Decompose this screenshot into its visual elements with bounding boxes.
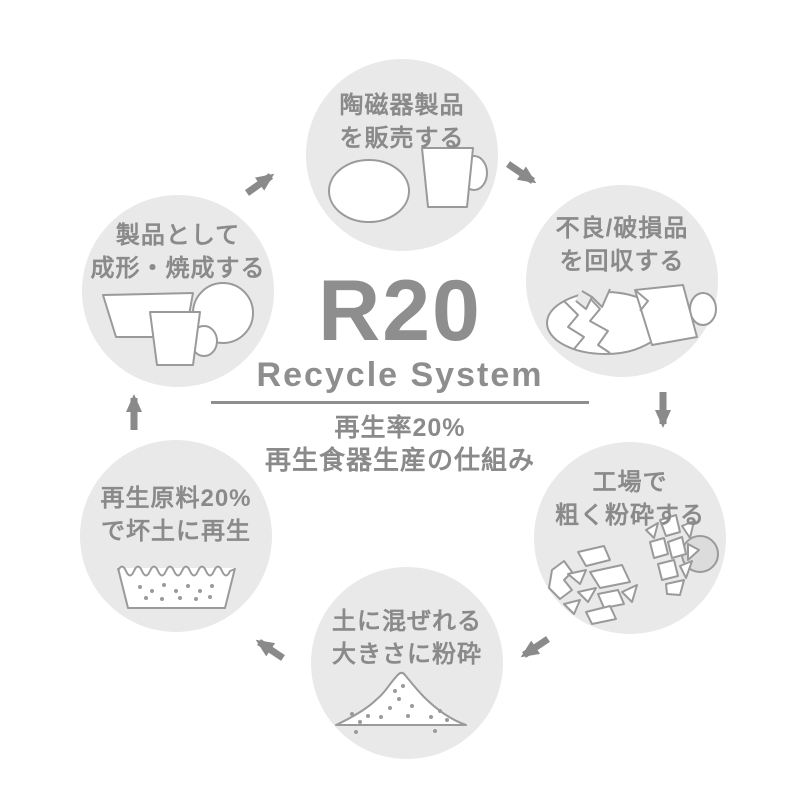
node-label: 土に混ぜれる 大きさに粉砕 (301, 605, 513, 671)
diagram-subtitle: Recycle System (256, 356, 544, 394)
node-label-line: を回収する (559, 248, 685, 275)
node-label-line: で坏土に再生 (101, 518, 251, 545)
node-label-line: 粗く粉砕する (555, 502, 705, 529)
center-block: R20 Recycle System 再生率20% 再生食器生産の仕組み (200, 268, 600, 474)
formed-products-icon (102, 282, 254, 366)
arrow-form-to-sell-icon (244, 173, 275, 196)
clay-basin-icon (117, 565, 236, 609)
node-label-line: を販売する (339, 125, 465, 152)
arrow-fine-to-clay-icon (255, 639, 285, 661)
node-recycle-clay: 再生原料20% で坏土に再生 (80, 440, 272, 632)
node-label-line: 成形・焼成する (90, 255, 266, 282)
powder-pile-icon (335, 671, 467, 734)
arrow-sell-to-collect-icon (506, 161, 537, 184)
ceramic-shards-icon (548, 514, 719, 625)
node-label: 不良/破損品 を回収する (516, 212, 728, 278)
node-label: 工場で 粗く粉砕する (524, 466, 736, 532)
node-label-line: 製品として (115, 222, 241, 249)
node-label-line: 土に混ぜれる (332, 608, 482, 635)
broken-plate-and-cup-icon (546, 284, 717, 355)
node-coarse-crush: 工場で 粗く粉砕する (534, 442, 726, 634)
node-label: 製品として 成形・焼成する (72, 219, 284, 285)
node-label-line: 陶磁器製品 (339, 92, 465, 119)
plate-and-cup-icon (328, 147, 488, 223)
node-label: 陶磁器製品 を販売する (296, 89, 508, 155)
node-label: 再生原料20% で坏土に再生 (70, 482, 282, 548)
title-divider (211, 401, 589, 404)
node-form-fire: 製品として 成形・焼成する (82, 195, 274, 387)
node-label-line: 再生原料20% (100, 485, 252, 512)
arrow-coarse-to-fine-icon (520, 636, 550, 658)
tagline-description: 再生食器生産の仕組み (264, 445, 535, 475)
node-fine-crush: 土に混ぜれる 大きさに粉砕 (311, 567, 503, 759)
node-label-line: 不良/破損品 (555, 215, 689, 242)
tagline-recycle-rate: 再生率20% (334, 414, 466, 442)
node-label-line: 工場で (592, 469, 668, 496)
node-collect-broken: 不良/破損品 を回収する (526, 185, 718, 377)
node-sell-products: 陶磁器製品 を販売する (306, 59, 498, 251)
node-label-line: 大きさに粉砕 (332, 641, 482, 668)
diagram-title: R20 (318, 263, 482, 359)
